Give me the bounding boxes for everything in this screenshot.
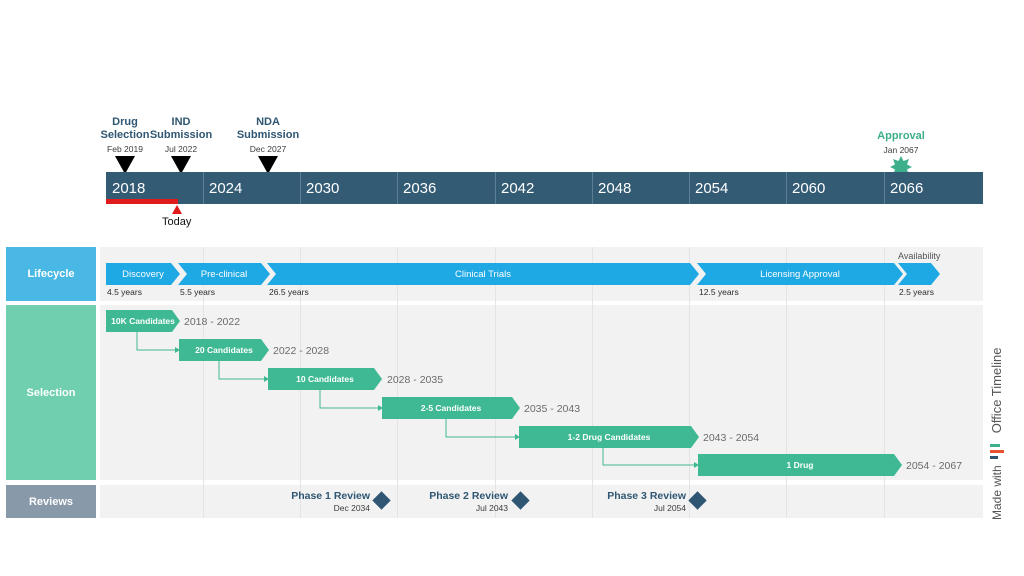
year-label: 2042	[501, 180, 535, 197]
swimlane-selection-bg	[100, 305, 983, 480]
milestone-title: IND Submission	[149, 116, 213, 141]
milestone-date: Jul 2022	[164, 144, 198, 154]
review-date: Jul 2043	[475, 503, 508, 513]
milestone-date: Jan 2067	[883, 145, 919, 155]
gridline	[884, 247, 885, 518]
review-phase-1[interactable]: Phase 1 Review Dec 2034	[270, 490, 370, 513]
year-label: 2030	[306, 180, 340, 197]
today-label: Today	[162, 216, 192, 228]
task-range: 2035 - 2043	[524, 403, 581, 415]
review-title: Phase 2 Review	[429, 490, 508, 502]
year-separator	[786, 172, 787, 204]
review-title: Phase 1 Review	[291, 490, 370, 502]
phase-duration: 5.5 years	[180, 287, 215, 297]
made-with-label: Made with	[989, 465, 1004, 520]
today-marker-icon	[172, 205, 182, 214]
task-range: 2018 - 2022	[184, 316, 241, 328]
review-date: Dec 2034	[333, 503, 370, 513]
phase-availability-label: Availability	[898, 251, 941, 261]
phase-availability[interactable]	[898, 263, 940, 285]
gridline	[397, 247, 398, 518]
swimlane-selection[interactable]: Selection	[6, 305, 96, 480]
review-title: Phase 3 Review	[607, 490, 686, 502]
branding: Made with Office Timeline	[989, 348, 1004, 520]
phase-pre-clinical[interactable]: Pre-clinical	[178, 263, 270, 285]
phase-duration: 12.5 years	[699, 287, 739, 297]
year-separator	[300, 172, 301, 204]
phase-duration: 2.5 years	[899, 287, 934, 297]
review-phase-3[interactable]: Phase 3 Review Jul 2054	[586, 490, 686, 513]
gridline	[203, 247, 204, 518]
swimlane-reviews[interactable]: Reviews	[6, 485, 96, 518]
phase-discovery[interactable]: Discovery	[106, 263, 180, 285]
milestone-ind-submission[interactable]: IND Submission Jul 2022	[148, 116, 214, 154]
milestone-date: Dec 2027	[249, 144, 287, 154]
milestone-title: NDA Submission	[236, 116, 300, 141]
task-range: 2054 - 2067	[906, 460, 963, 472]
year-separator	[592, 172, 593, 204]
task-range: 2022 - 2028	[273, 345, 330, 357]
milestone-title: Approval	[877, 130, 925, 142]
year-label: 2048	[598, 180, 632, 197]
task-1-2-drug-candidates[interactable]: 1-2 Drug Candidates	[519, 426, 699, 448]
year-label: 2060	[792, 180, 826, 197]
year-label: 2024	[209, 180, 243, 197]
task-range: 2028 - 2035	[387, 374, 444, 386]
phase-clinical-trials[interactable]: Clinical Trials	[267, 263, 699, 285]
year-label: 2036	[403, 180, 437, 197]
milestone-nda-submission[interactable]: NDA Submission Dec 2027	[235, 116, 301, 154]
year-label: 2018	[112, 180, 146, 197]
task-2-5-candidates[interactable]: 2-5 Candidates	[382, 397, 520, 419]
year-separator	[495, 172, 496, 204]
gridline	[495, 247, 496, 518]
elapsed-time-bar	[106, 199, 178, 204]
task-20-candidates[interactable]: 20 Candidates	[179, 339, 269, 361]
task-10-candidates[interactable]: 10 Candidates	[268, 368, 382, 390]
milestone-drug-selection[interactable]: Drug Selection Feb 2019	[94, 116, 156, 154]
task-10k-candidates[interactable]: 10K Candidates	[106, 310, 180, 332]
review-date: Jul 2054	[653, 503, 686, 513]
swimlane-lifecycle[interactable]: Lifecycle	[6, 247, 96, 301]
year-separator	[689, 172, 690, 204]
year-separator	[203, 172, 204, 204]
gridline	[689, 247, 690, 518]
milestone-date: Feb 2019	[107, 144, 143, 154]
milestone-title: Drug Selection	[100, 116, 150, 141]
office-timeline-logo-icon	[989, 444, 1004, 460]
year-label: 2054	[695, 180, 729, 197]
phase-duration: 26.5 years	[269, 287, 309, 297]
gridline	[592, 247, 593, 518]
milestone-marker-icon	[171, 156, 191, 174]
milestone-approval[interactable]: Approval Jan 2067	[866, 130, 936, 155]
year-separator	[397, 172, 398, 204]
product-label: Office Timeline	[989, 347, 1004, 434]
phase-duration: 4.5 years	[107, 287, 142, 297]
task-1-drug[interactable]: 1 Drug	[698, 454, 902, 476]
review-phase-2[interactable]: Phase 2 Review Jul 2043	[408, 490, 508, 513]
timescale-bar: 2018 2024 2030 2036 2042 2048 2054 2060 …	[106, 172, 983, 204]
phase-licensing-approval[interactable]: Licensing Approval	[697, 263, 903, 285]
year-label: 2066	[890, 180, 924, 197]
swimlane-reviews-bg	[100, 485, 983, 518]
gridline	[786, 247, 787, 518]
milestone-marker-icon	[258, 156, 278, 174]
task-range: 2043 - 2054	[703, 432, 760, 444]
milestone-marker-icon	[115, 156, 135, 174]
year-separator	[884, 172, 885, 204]
